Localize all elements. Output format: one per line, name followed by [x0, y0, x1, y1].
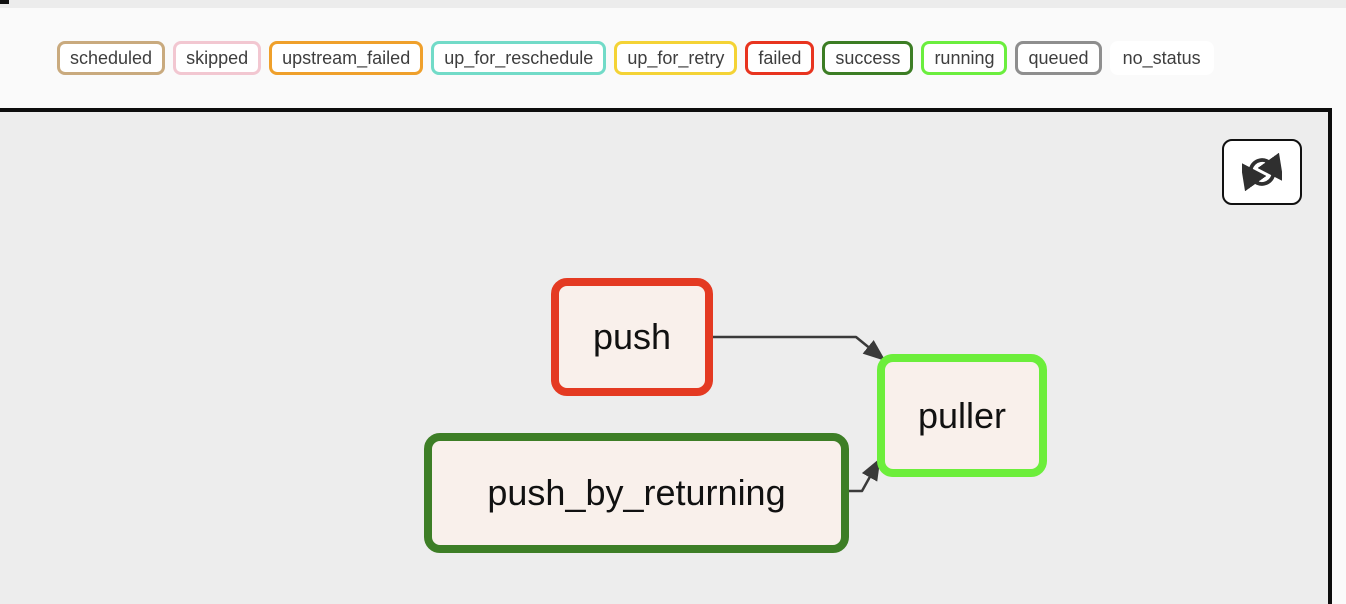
task-node-puller[interactable]: puller: [877, 354, 1047, 477]
legend-badge-failed: failed: [745, 40, 815, 76]
legend-badge-up_for_reschedule: up_for_reschedule: [431, 40, 607, 76]
dag-edges: [713, 335, 886, 493]
legend-badge-success: success: [822, 40, 914, 76]
edge-push_by_returning-to-puller: [849, 457, 881, 493]
task-node-push_by_returning[interactable]: push_by_returning: [424, 433, 849, 553]
legend-badge-no_status: no_status: [1109, 40, 1214, 76]
legend-badge-running: running: [921, 40, 1008, 76]
edge-push-to-puller: [713, 335, 886, 362]
refresh-icon: [1242, 152, 1282, 192]
legend-badge-queued: queued: [1015, 40, 1102, 76]
top-left-mark: [0, 0, 9, 4]
task-node-label: puller: [917, 394, 1007, 436]
legend-badge-upstream_failed: upstream_failed: [269, 40, 424, 76]
legend-badge-scheduled: scheduled: [57, 40, 166, 76]
refresh-button[interactable]: [1222, 139, 1302, 205]
top-strip: [0, 0, 1346, 8]
task-node-push[interactable]: push: [551, 278, 713, 396]
task-node-label: push_by_returning: [487, 472, 786, 513]
legend-badge-up_for_retry: up_for_retry: [614, 40, 738, 76]
dag-graph-canvas[interactable]: push puller push_by_returning: [0, 108, 1332, 604]
task-node-label: push: [592, 316, 672, 357]
legend-badge-skipped: skipped: [173, 40, 262, 76]
